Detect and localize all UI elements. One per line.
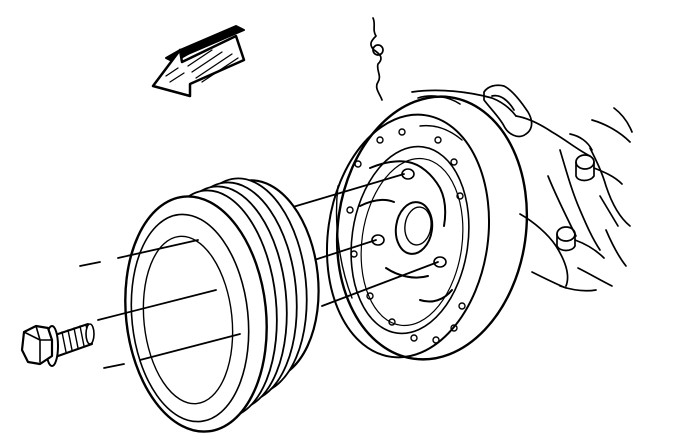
engine-block [370, 17, 633, 292]
balancer-alignment-lines [275, 173, 439, 307]
crankshaft-pulley [124, 177, 320, 433]
direction-arrow [151, 25, 246, 98]
pulley-bolt [20, 323, 95, 367]
pulley-alignment-lines [79, 239, 241, 369]
harmonic-balancer [325, 95, 529, 361]
